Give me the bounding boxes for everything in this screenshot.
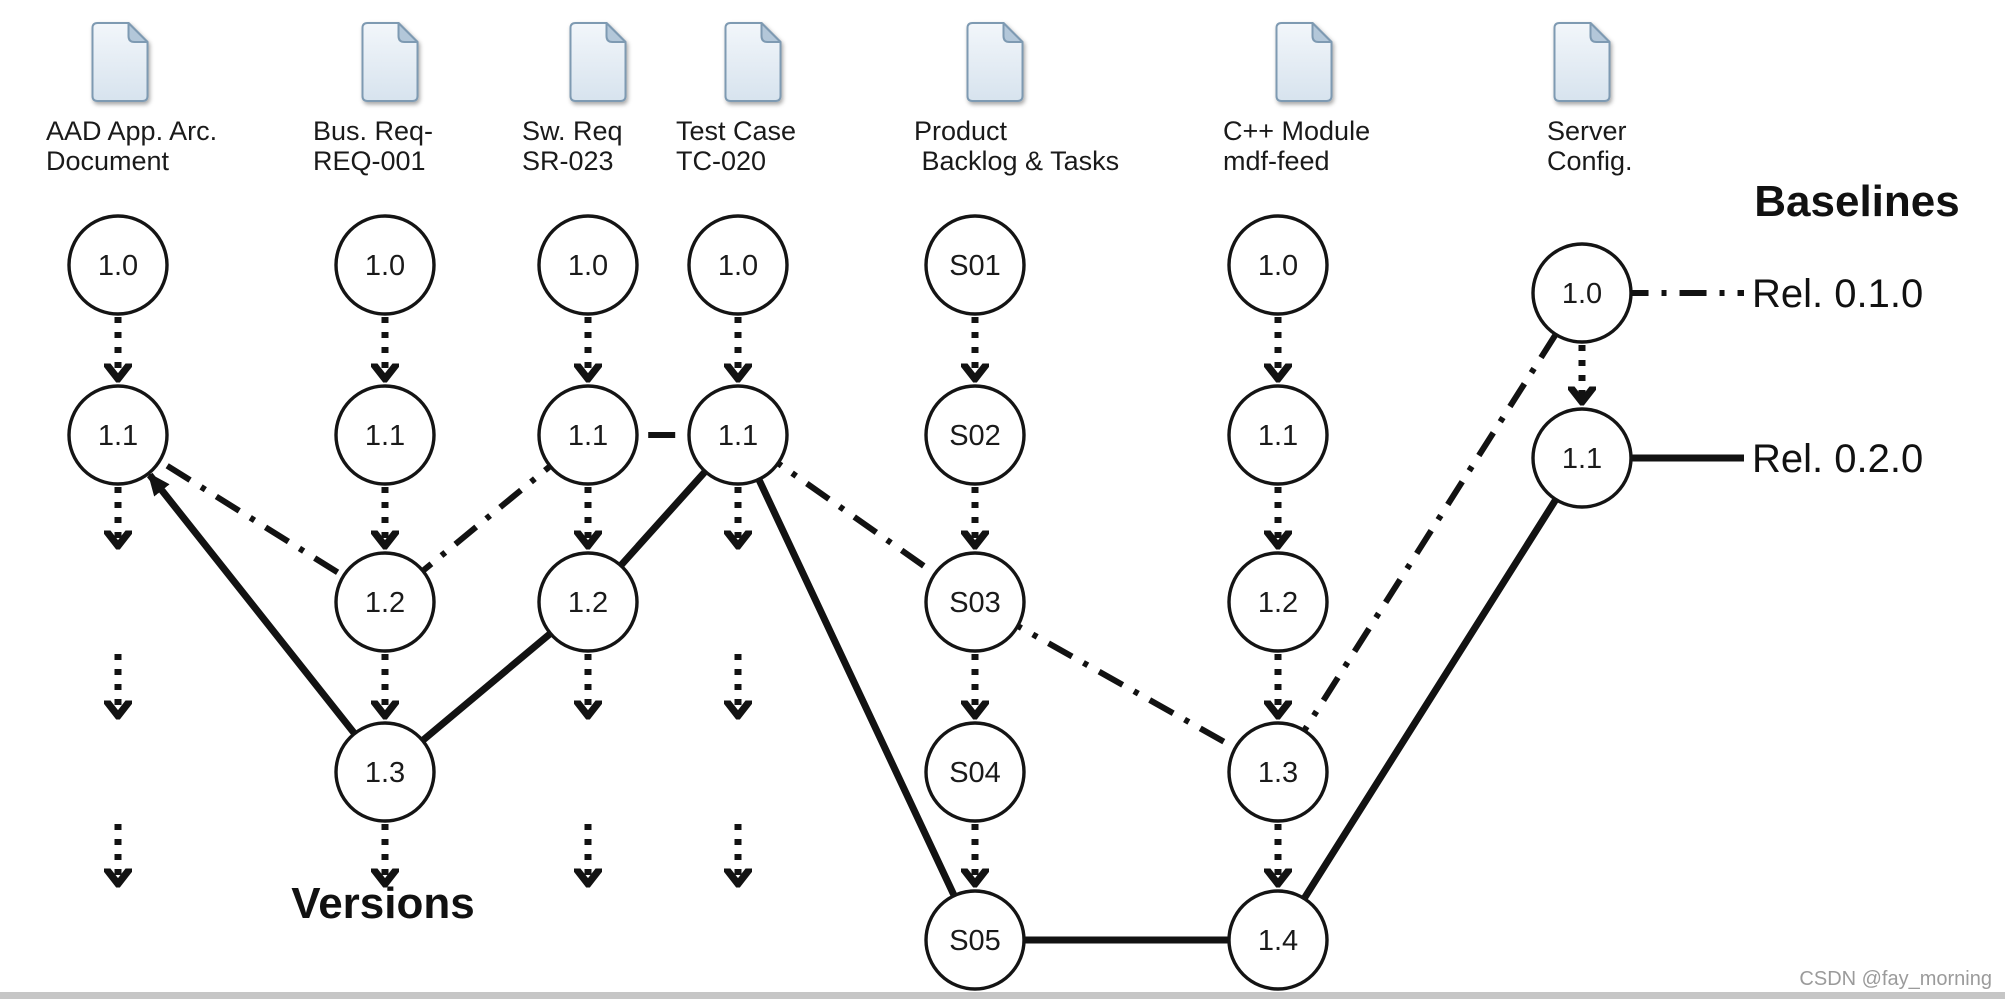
version-label: S01 (949, 250, 1001, 282)
artifact-label: TC-020 (676, 146, 766, 176)
version-node-aad-1.0: 1.0 (67, 214, 169, 316)
version-node-cpp-module-1.1: 1.1 (1227, 384, 1329, 486)
version-node-product-backlog-S02: S02 (924, 384, 1026, 486)
artifact-label: Sw. Req (522, 116, 623, 146)
version-label: 1.0 (1562, 278, 1602, 310)
version-label: 1.1 (1562, 443, 1602, 475)
sw-req-document-icon (569, 22, 627, 102)
version-node-product-backlog-S04: S04 (924, 721, 1026, 823)
version-label: 1.2 (1258, 587, 1298, 619)
artifact-label: C++ Module (1223, 116, 1370, 146)
version-node-product-backlog-S01: S01 (924, 214, 1026, 316)
artifact-label: Bus. Req- (313, 116, 433, 146)
artifact-label: Backlog & Tasks (914, 146, 1119, 176)
version-node-sw-req-1.2: 1.2 (537, 551, 639, 653)
artifact-product-backlog: Product Backlog & Tasks (914, 22, 1119, 176)
version-node-bus-req-1.2: 1.2 (334, 551, 436, 653)
version-label: 1.1 (365, 420, 405, 452)
server-config-document-icon (1553, 22, 1611, 102)
version-node-bus-req-1.1: 1.1 (334, 384, 436, 486)
artifact-label: mdf-feed (1223, 146, 1330, 176)
version-label: 1.2 (365, 587, 405, 619)
version-label: S04 (949, 757, 1001, 789)
version-nodes-layer: 1.0 1.1 1.0 1.1 1.2 1.3 1.0 1.1 1.2 1.0 1.1 S01S02S… (67, 214, 1633, 991)
artifact-bus-req: Bus. Req-REQ-001 (313, 22, 433, 176)
baselines-heading: Baselines (1754, 177, 1959, 226)
versions-heading: Versions (291, 879, 474, 928)
version-node-product-backlog-S03: S03 (924, 551, 1026, 653)
version-label: 1.4 (1258, 925, 1298, 957)
version-arrows-layer (118, 317, 1582, 884)
artifact-label: Test Case (676, 116, 796, 146)
version-label: 1.0 (568, 250, 608, 282)
version-label: 1.0 (718, 250, 758, 282)
version-node-cpp-module-1.0: 1.0 (1227, 214, 1329, 316)
bus-req-document-icon (361, 22, 419, 102)
version-node-bus-req-1.3: 1.3 (334, 721, 436, 823)
product-backlog-document-icon (966, 22, 1024, 102)
version-label: 1.0 (365, 250, 405, 282)
version-label: 1.3 (1258, 757, 1298, 789)
version-node-bus-req-1.0: 1.0 (334, 214, 436, 316)
version-node-sw-req-1.0: 1.0 (537, 214, 639, 316)
artifact-label: Document (46, 146, 170, 176)
test-case-document-icon (724, 22, 782, 102)
artifact-label: Config. (1547, 146, 1633, 176)
version-node-server-config-1.0: 1.0 (1531, 242, 1633, 344)
version-label: 1.1 (1258, 420, 1298, 452)
watermark: CSDN @fay_morning (1799, 968, 1992, 990)
version-node-cpp-module-1.3: 1.3 (1227, 721, 1329, 823)
version-node-aad-1.1: 1.1 (67, 384, 169, 486)
artifact-label: SR-023 (522, 146, 614, 176)
version-label: 1.1 (568, 420, 608, 452)
version-label: 1.1 (98, 420, 138, 452)
version-node-cpp-module-1.2: 1.2 (1227, 551, 1329, 653)
artifact-label: Product (914, 116, 1008, 146)
version-label: 1.1 (718, 420, 758, 452)
version-node-server-config-1.1: 1.1 (1531, 407, 1633, 509)
version-node-cpp-module-1.4: 1.4 (1227, 889, 1329, 991)
version-node-sw-req-1.1: 1.1 (537, 384, 639, 486)
version-label: 1.0 (1258, 250, 1298, 282)
footer-bar (0, 992, 2005, 999)
version-label: 1.0 (98, 250, 138, 282)
version-label: 1.2 (568, 587, 608, 619)
artifact-label: REQ-001 (313, 146, 426, 176)
cpp-module-document-icon (1275, 22, 1333, 102)
version-label: S05 (949, 925, 1001, 957)
artifact-aad: AAD App. Arc.Document (46, 22, 217, 176)
version-node-product-backlog-S05: S05 (924, 889, 1026, 991)
aad-document-icon (91, 22, 149, 102)
version-node-test-case-1.1: 1.1 (687, 384, 789, 486)
artifact-label: AAD App. Arc. (46, 116, 217, 146)
version-label: S02 (949, 420, 1001, 452)
baseline-label-rel-0-1-0: Rel. 0.1.0 (1752, 272, 1923, 316)
artifact-label: Server (1547, 116, 1627, 146)
baseline-label-rel-0-2-0: Rel. 0.2.0 (1752, 437, 1923, 481)
version-label: 1.3 (365, 757, 405, 789)
version-label: S03 (949, 587, 1001, 619)
version-node-test-case-1.0: 1.0 (687, 214, 789, 316)
